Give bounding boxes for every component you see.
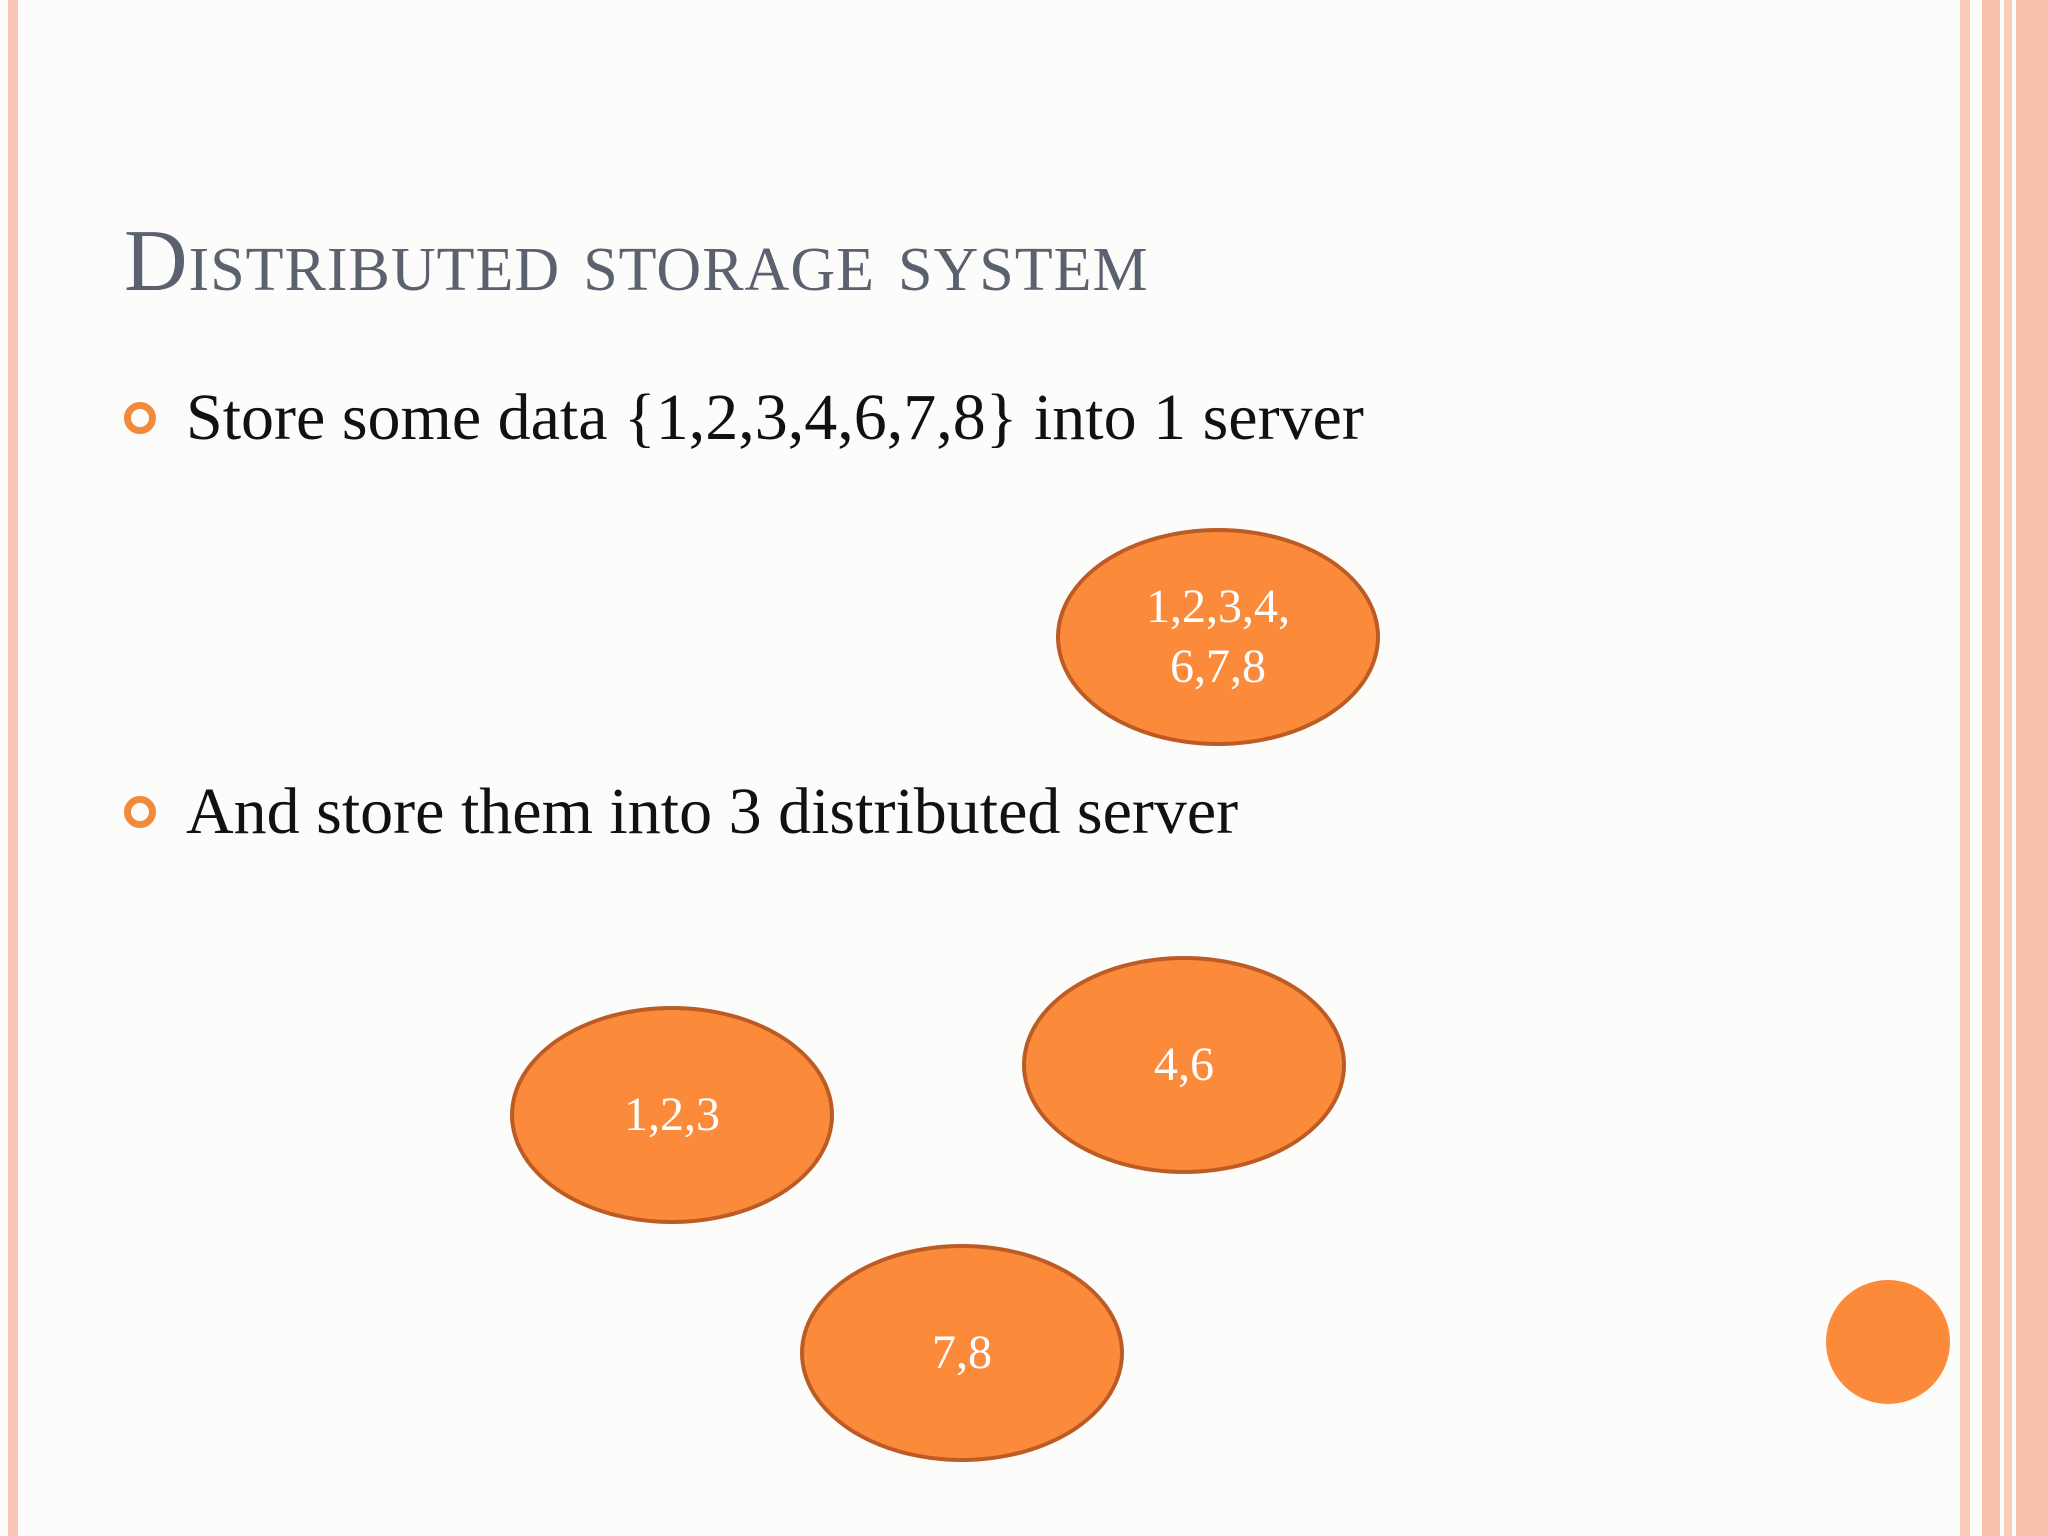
bullet-item: Store some data {1,2,3,4,6,7,8} into 1 s… [124,378,1364,458]
single-server-node: 1,2,3,4, 6,7,8 [1056,528,1380,746]
slide-title: Distributed storage system [124,213,1149,310]
right-frame-stripe [2016,0,2048,1536]
server-node-label: 7,8 [932,1326,992,1379]
server-node-label: 1,2,3 [624,1088,720,1141]
server-node-label: 1,2,3,4, 6,7,8 [1146,580,1290,693]
right-frame-stripe [1960,0,1970,1536]
right-frame-stripe [2004,0,2012,1536]
bullet-item: And store them into 3 distributed server [124,772,1238,852]
distributed-server-node: 4,6 [1022,956,1346,1174]
bullet-text: Store some data {1,2,3,4,6,7,8} into 1 s… [186,381,1364,454]
right-frame-stripe [1982,0,2000,1536]
left-frame-stripe [8,0,18,1536]
bullet-ring-icon [124,796,156,828]
bullet-ring-icon [124,402,156,434]
distributed-server-node: 7,8 [800,1244,1124,1462]
bullet-text: And store them into 3 distributed server [186,775,1239,848]
decorative-circle-icon [1826,1280,1950,1404]
server-node-label: 4,6 [1154,1038,1214,1091]
distributed-server-node: 1,2,3 [510,1006,834,1224]
